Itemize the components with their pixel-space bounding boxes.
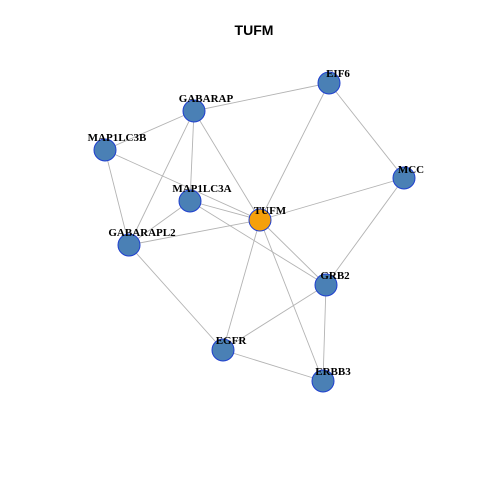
edge-grb2-erbb3	[322, 284, 327, 382]
nodes-layer	[93, 71, 416, 393]
node-grb2	[314, 273, 338, 297]
edge-gabarapl2-egfr	[128, 244, 224, 351]
edge-gabarap-gabarapl2	[128, 110, 195, 246]
edge-tufm-erbb3	[259, 219, 324, 382]
edge-eif6-mcc	[328, 82, 405, 179]
node-map1lc3b	[93, 138, 117, 162]
edge-map1lc3a-tufm	[189, 200, 261, 221]
edge-map1lc3b-gabarapl2	[104, 149, 130, 246]
node-label-map1lc3a: MAP1LC3A	[172, 183, 231, 195]
edge-gabarap-map1lc3b	[104, 110, 195, 151]
node-label-map1lc3b: MAP1LC3B	[88, 132, 147, 144]
node-egfr	[211, 338, 235, 362]
node-tufm	[248, 208, 272, 232]
node-label-tufm: TUFM	[254, 205, 287, 217]
node-label-egfr: EGFR	[216, 335, 248, 347]
node-gabarap	[182, 99, 206, 123]
graph-title: TUFM	[235, 22, 274, 38]
edge-gabarap-map1lc3a	[189, 110, 195, 202]
edge-grb2-egfr	[222, 284, 327, 351]
node-label-gabarap: GABARAP	[179, 93, 234, 105]
node-erbb3	[311, 369, 335, 393]
edge-tufm-egfr	[222, 219, 261, 351]
edge-map1lc3a-gabarapl2	[128, 200, 191, 246]
edge-map1lc3a-grb2	[189, 200, 327, 286]
node-label-grb2: GRB2	[320, 270, 350, 282]
edge-map1lc3b-tufm	[104, 149, 261, 221]
edge-mcc-grb2	[325, 177, 405, 286]
edge-tufm-mcc	[259, 177, 405, 221]
edges-layer	[104, 82, 405, 382]
node-map1lc3a	[178, 189, 202, 213]
edge-tufm-grb2	[259, 219, 327, 286]
node-label-eif6: EIF6	[326, 68, 350, 80]
node-label-gabarapl2: GABARAPL2	[108, 227, 176, 239]
edge-gabarap-tufm	[193, 110, 261, 221]
edge-gabarapl2-tufm	[128, 219, 261, 246]
edge-egfr-erbb3	[222, 349, 324, 382]
node-gabarapl2	[117, 233, 141, 257]
node-mcc	[392, 166, 416, 190]
node-label-mcc: MCC	[398, 164, 424, 176]
node-eif6	[317, 71, 341, 95]
edge-eif6-tufm	[259, 82, 330, 221]
edge-gabarap-eif6	[193, 82, 330, 112]
node-label-erbb3: ERBB3	[315, 366, 351, 378]
